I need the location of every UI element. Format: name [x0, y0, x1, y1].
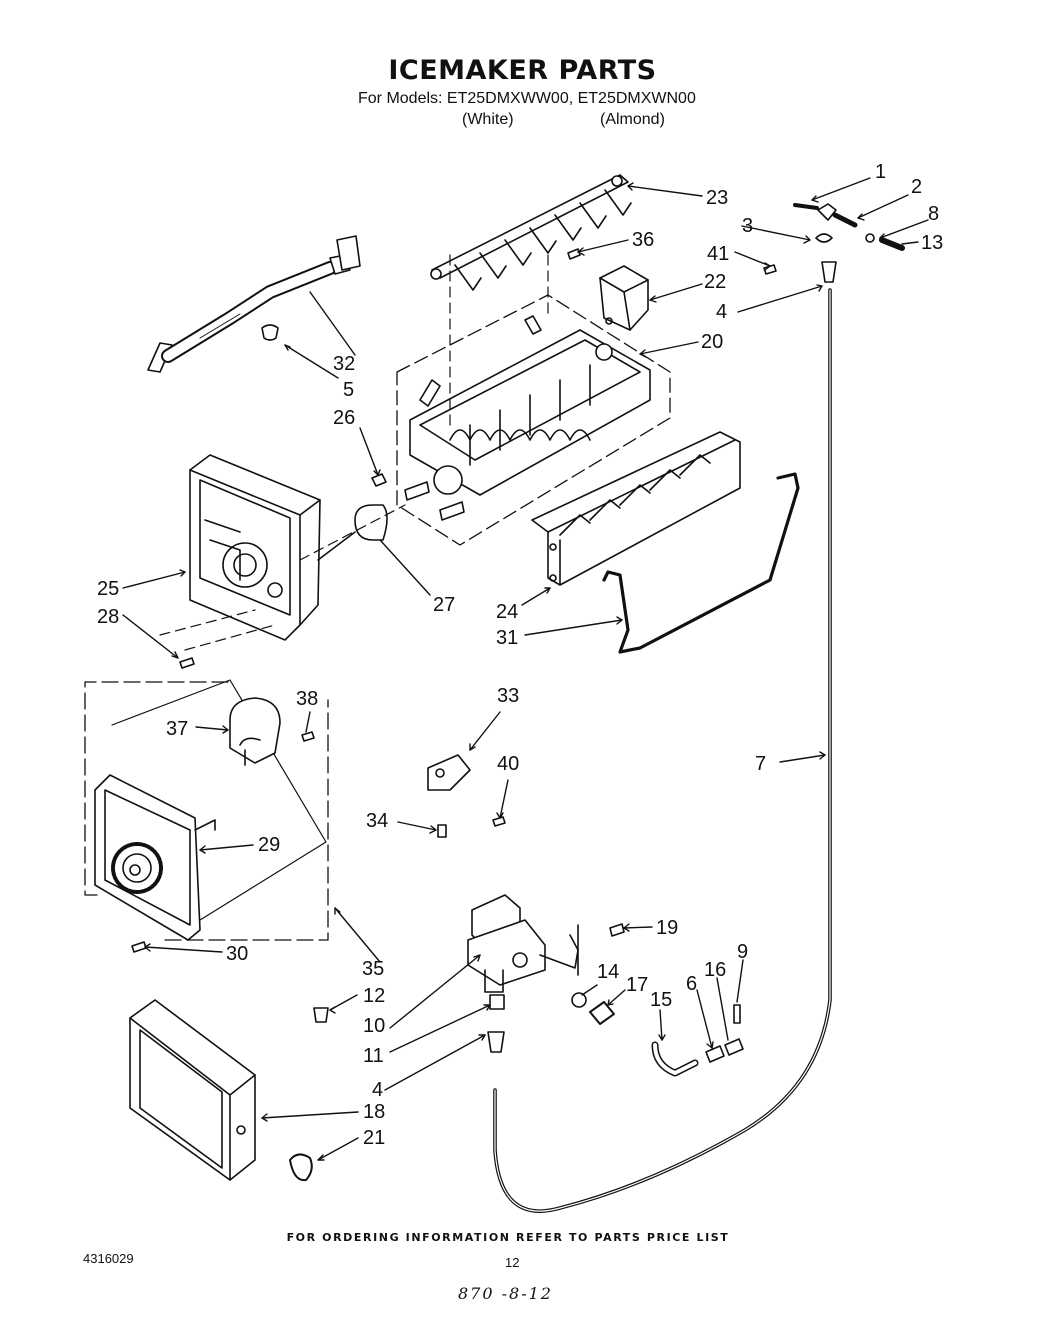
inlet-fittings-drawing — [571, 992, 744, 1077]
cover-33-drawing — [427, 754, 506, 838]
fitting-4-lower-drawing — [487, 1031, 505, 1053]
callout-33: 33 — [497, 685, 519, 707]
callout-23: 23 — [706, 187, 728, 209]
wire-nut-drawing — [313, 1007, 329, 1023]
fill-cup-drawing — [599, 265, 649, 331]
callout-24: 24 — [496, 601, 518, 623]
callout-27: 27 — [433, 594, 455, 616]
callout-20: 20 — [701, 331, 723, 353]
callout-30: 30 — [226, 943, 248, 965]
page-title: ICEMAKER PARTS — [388, 55, 657, 86]
callout-26: 26 — [333, 407, 355, 429]
clip-26-drawing — [371, 473, 387, 487]
callout-8: 8 — [928, 203, 939, 225]
front-cover-drawing — [129, 999, 313, 1182]
callout-25: 25 — [97, 578, 119, 600]
leader-lines — [122, 177, 929, 1161]
assembly-guide-lines — [159, 254, 549, 651]
callout-12: 12 — [363, 985, 385, 1007]
model-color-white: (White) — [462, 111, 514, 128]
callout-35: 35 — [362, 958, 384, 980]
callout-1: 1 — [875, 161, 886, 183]
callout-10: 10 — [363, 1015, 385, 1037]
callout-7: 7 — [755, 753, 766, 775]
nut-11-drawing — [489, 994, 505, 1010]
shutoff-arm-drawing — [602, 472, 800, 654]
water-valve-drawing — [467, 894, 579, 993]
fill-tube-inner — [494, 289, 831, 1212]
ice-stripper-drawing — [531, 431, 741, 586]
callout-29: 29 — [258, 834, 280, 856]
callout-14: 14 — [597, 961, 619, 983]
model-color-almond: (Almond) — [600, 111, 665, 128]
callout-6: 6 — [686, 973, 697, 995]
page-number: 12 — [505, 1255, 520, 1270]
screw-28-drawing — [179, 657, 195, 669]
callout-22: 22 — [704, 271, 726, 293]
wire-harness-drawing — [147, 235, 361, 373]
callout-40: 40 — [497, 753, 519, 775]
models-line: For Models: ET25DMXWW00, ET25DMXWN00 — [358, 90, 696, 107]
callout-5: 5 — [343, 379, 354, 401]
callout-31: 31 — [496, 627, 518, 649]
mold-assembly-drawing — [396, 294, 671, 546]
handwritten-note: 870 -8-12 — [458, 1284, 553, 1303]
callout-labels: 1 2 8 3 13 41 4 23 36 22 20 32 5 26 25 2… — [97, 161, 943, 1149]
screw-36-drawing — [567, 248, 581, 260]
callout-19: 19 — [656, 917, 678, 939]
callout-41: 41 — [707, 243, 729, 265]
screw-19-drawing — [609, 923, 625, 937]
callout-28: 28 — [97, 606, 119, 628]
callout-18: 18 — [363, 1101, 385, 1123]
control-housing-drawing — [189, 454, 321, 641]
callout-11: 11 — [363, 1045, 384, 1067]
callout-2: 2 — [911, 176, 922, 198]
ordering-note: FOR ORDERING INFORMATION REFER TO PARTS … — [286, 1231, 730, 1244]
callout-38: 38 — [296, 688, 318, 710]
callout-4-lower: 4 — [372, 1079, 383, 1101]
callout-4-top: 4 — [716, 301, 727, 323]
top-fitting-drawing — [763, 203, 905, 283]
document-number: 4316029 — [83, 1251, 134, 1266]
callout-9: 9 — [737, 941, 748, 963]
callout-15: 15 — [650, 989, 672, 1011]
callout-37: 37 — [166, 718, 188, 740]
callout-36: 36 — [632, 229, 654, 251]
ice-ejector-drawing — [430, 174, 632, 291]
callout-3: 3 — [742, 215, 753, 237]
callout-32: 32 — [333, 353, 355, 375]
callout-21: 21 — [363, 1127, 385, 1149]
callout-16: 16 — [704, 959, 726, 981]
mechanism-box-drawing — [84, 679, 329, 953]
callout-13: 13 — [921, 232, 943, 254]
callout-17: 17 — [626, 974, 648, 996]
thermostat-27-drawing — [317, 504, 388, 561]
callout-34: 34 — [366, 810, 388, 832]
